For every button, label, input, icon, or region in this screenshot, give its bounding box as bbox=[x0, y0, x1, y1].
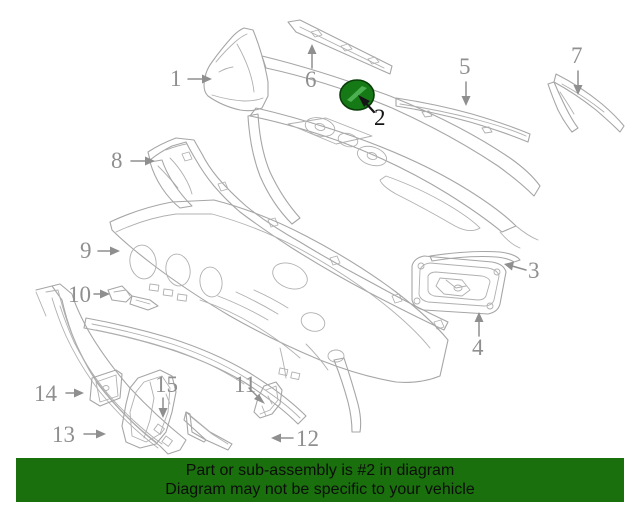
callout-15-number: 15 bbox=[155, 372, 178, 397]
callout-9: 9 bbox=[80, 238, 120, 263]
callout-1: 1 bbox=[170, 66, 212, 91]
part-notice-banner: Part or sub-assembly is #2 in diagram Di… bbox=[16, 458, 624, 502]
callout-11: 11 bbox=[234, 372, 265, 404]
callout-8-number: 8 bbox=[111, 148, 123, 173]
part-1-shape bbox=[203, 27, 269, 112]
part-12-rail-extension bbox=[83, 317, 307, 425]
callout-7-number: 7 bbox=[571, 43, 583, 68]
callout-14-number: 14 bbox=[34, 381, 58, 406]
callout-4: 4 bbox=[472, 312, 484, 360]
callout-5: 5 bbox=[459, 54, 471, 106]
callout-10-number: 10 bbox=[68, 282, 91, 307]
part-15-shape bbox=[183, 411, 233, 451]
part-9-shape bbox=[109, 199, 449, 433]
callout-1-number: 1 bbox=[170, 66, 182, 91]
callout-12: 12 bbox=[271, 426, 319, 451]
highlighted-part-2-stripe bbox=[347, 86, 367, 102]
part-5-and-cowl-shape bbox=[247, 55, 541, 249]
part-5-bar-shape bbox=[395, 97, 531, 143]
part-8-shape bbox=[147, 137, 449, 331]
part-6-shape bbox=[287, 19, 393, 75]
callout-14: 14 bbox=[34, 381, 84, 406]
notice-line-2: Diagram may not be specific to your vehi… bbox=[165, 481, 475, 498]
part-11-shape bbox=[253, 381, 283, 419]
callout-10: 10 bbox=[68, 282, 110, 307]
callout-3: 3 bbox=[504, 258, 540, 283]
part-13-shape bbox=[121, 369, 177, 449]
callout-4-number: 4 bbox=[472, 335, 484, 360]
callout-12-number: 12 bbox=[296, 426, 319, 451]
part-12-shape bbox=[35, 283, 187, 455]
callout-7: 7 bbox=[571, 43, 583, 95]
part-14-shape bbox=[89, 369, 123, 407]
notice-line-1: Part or sub-assembly is #2 in diagram bbox=[185, 462, 455, 479]
callout-2: 2 bbox=[339, 79, 386, 130]
callout-11-number: 11 bbox=[234, 372, 256, 397]
callout-2-number: 2 bbox=[374, 105, 386, 130]
callout-13-number: 13 bbox=[52, 422, 75, 447]
callout-8: 8 bbox=[111, 148, 155, 173]
callout-15: 15 bbox=[155, 372, 178, 418]
part-3-and-4-shape bbox=[411, 250, 521, 315]
callout-5-number: 5 bbox=[459, 54, 471, 79]
part-10-shape bbox=[107, 285, 159, 311]
callout-13: 13 bbox=[52, 422, 106, 447]
callout-6: 6 bbox=[305, 44, 317, 92]
callout-6-number: 6 bbox=[305, 67, 317, 92]
callout-9-number: 9 bbox=[80, 238, 92, 263]
part-7-shape bbox=[547, 73, 625, 133]
callout-3-number: 3 bbox=[528, 258, 540, 283]
